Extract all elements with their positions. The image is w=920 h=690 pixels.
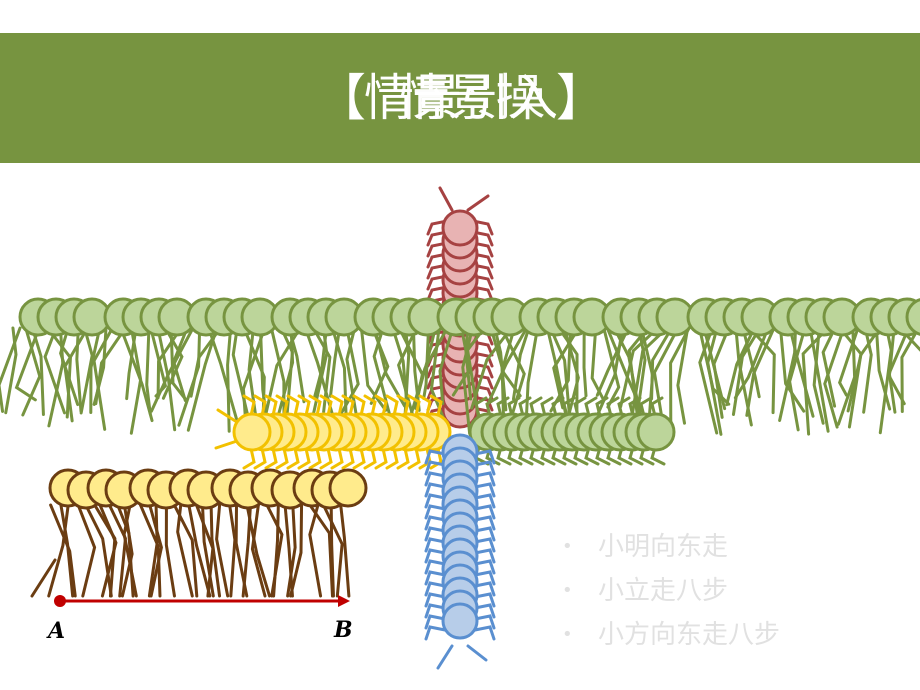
- centipede-green-small-icon: [468, 396, 676, 466]
- bullet-item: •小明向东走: [560, 525, 780, 569]
- point-a-dot: [54, 595, 66, 607]
- point-a-label: A: [48, 618, 66, 644]
- slide-title: 【情景引入】 情景操: [0, 33, 920, 163]
- arrow-ab-icon: [54, 595, 350, 607]
- title-text: 【情景引入】: [316, 69, 606, 127]
- bullet-dot-icon: •: [562, 624, 573, 645]
- bullet-list: •小明向东走 •小立走八步 •小方向东走八步: [560, 525, 780, 657]
- title-bar: 【情景引入】 情景操: [0, 33, 920, 163]
- centipede-green-band-icon: [0, 297, 920, 437]
- centipede-blue-icon: [424, 433, 496, 670]
- centipede-illustration: [0, 186, 920, 670]
- centipede-yellow-icon: [214, 394, 452, 470]
- bullet-dot-icon: •: [562, 536, 573, 557]
- bullet-item: •小方向东走八步: [560, 613, 780, 657]
- bullet-dot-icon: •: [562, 580, 573, 601]
- centipede-walker-icon: [30, 468, 368, 598]
- bullet-item: •小立走八步: [560, 569, 780, 613]
- title-overlay-text: 情景操: [399, 69, 546, 127]
- point-b-label: B: [334, 617, 353, 643]
